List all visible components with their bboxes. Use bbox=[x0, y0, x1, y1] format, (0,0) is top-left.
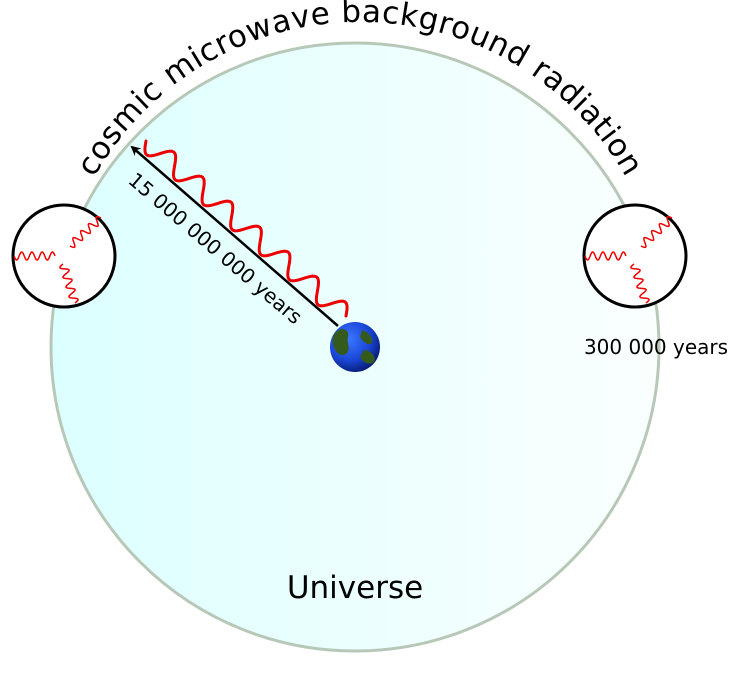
early-universe-bubble-left bbox=[11, 203, 117, 309]
arrow-icon bbox=[130, 145, 339, 327]
early-universe-bubble-right bbox=[582, 203, 688, 309]
universe-label: Universe bbox=[287, 570, 423, 606]
early-age-label: 300 000 years bbox=[584, 335, 728, 359]
photon-wave-icon bbox=[143, 139, 349, 318]
earth-icon bbox=[330, 322, 380, 372]
